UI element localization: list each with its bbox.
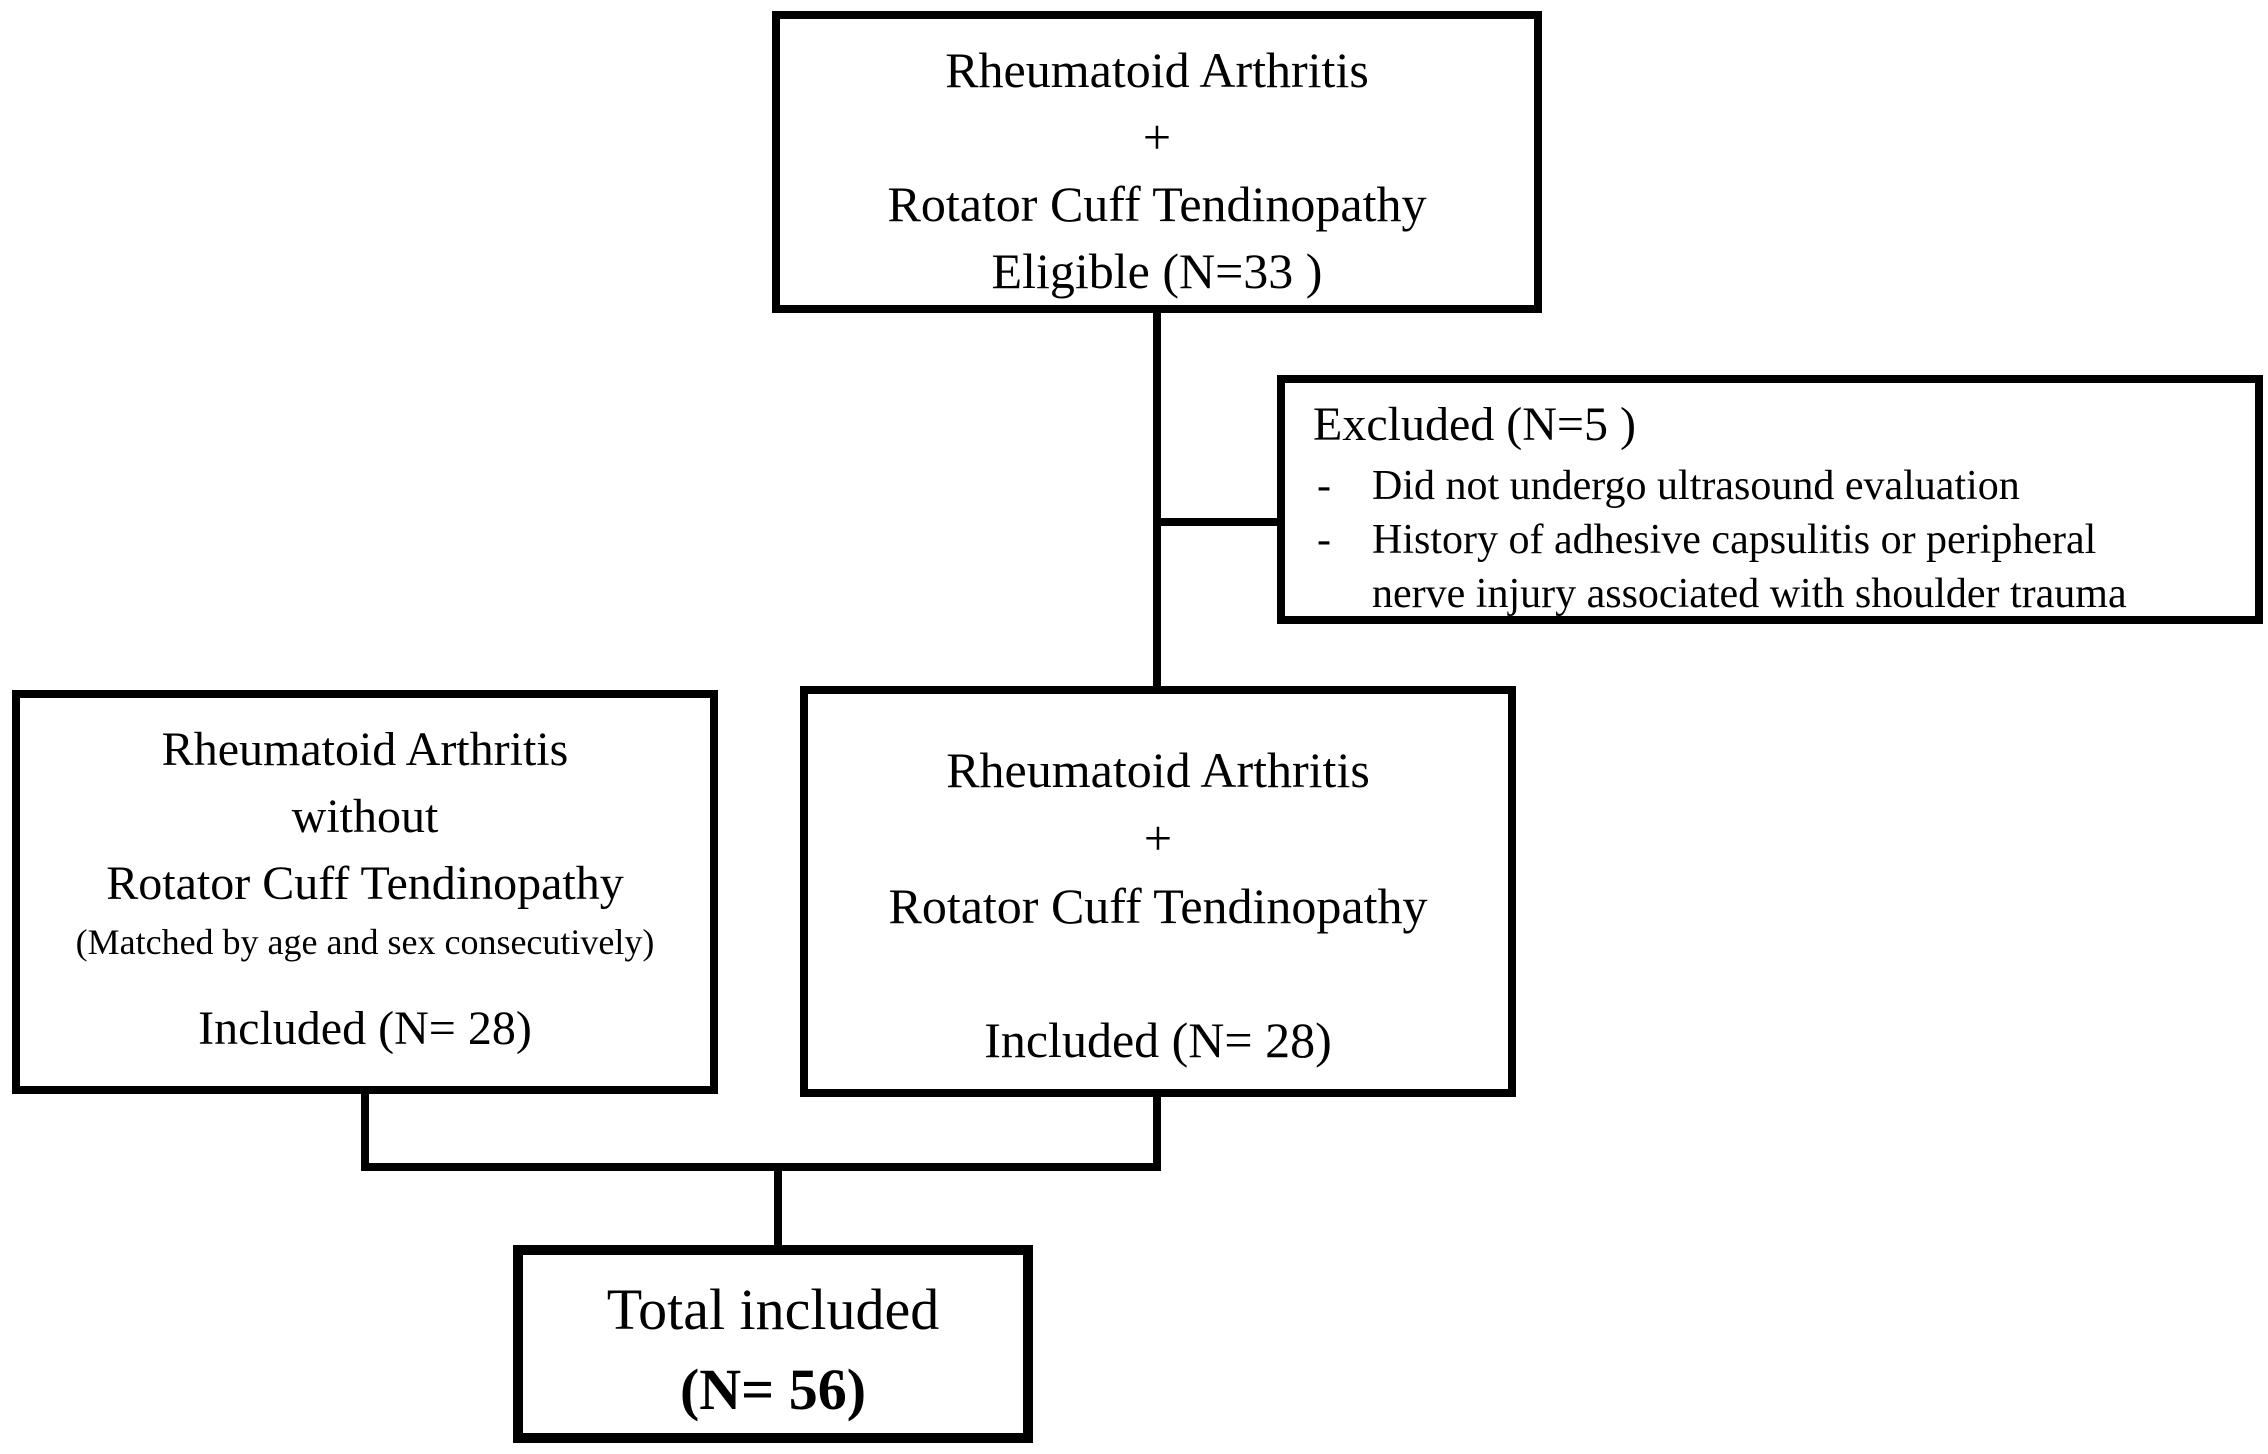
excluded-title: Excluded (N=5 ) bbox=[1313, 398, 1636, 451]
bullet-dash: - bbox=[1317, 517, 1331, 563]
ra-without-rct-included-count: Included (N= 28) bbox=[198, 1002, 532, 1055]
ra-with-rct-included-count: Included (N= 28) bbox=[984, 1012, 1332, 1068]
eligible-line-4-count: Eligible (N=33 ) bbox=[991, 243, 1323, 299]
excluded-reason-text: Did not undergo ultrasound evaluation bbox=[1372, 459, 2237, 513]
connector-left-box-down bbox=[361, 1094, 369, 1167]
connector-branch-to-excluded bbox=[1153, 518, 1285, 526]
excluded-reason-list: - Did not undergo ultrasound evaluation … bbox=[1313, 459, 2237, 621]
ra-without-rct-box: Rheumatoid Arthritis without Rotator Cuf… bbox=[12, 690, 718, 1094]
excluded-reason-item: - Did not undergo ultrasound evaluation bbox=[1313, 459, 2237, 513]
connector-down-to-total bbox=[774, 1163, 782, 1245]
connector-middle-box-down bbox=[1153, 1097, 1161, 1167]
excluded-reason-2-line-1: History of adhesive capsulitis or periph… bbox=[1372, 517, 2097, 563]
connector-eligible-to-included bbox=[1153, 313, 1161, 686]
eligible-box: Rheumatoid Arthritis + Rotator Cuff Tend… bbox=[772, 11, 1542, 313]
ra-without-rct-line-1: Rheumatoid Arthritis bbox=[161, 723, 569, 776]
total-included-box: Total included (N= 56) bbox=[513, 1245, 1033, 1443]
excluded-reason-2-line-2: nerve injury associated with shoulder tr… bbox=[1372, 571, 2127, 617]
total-included-count: (N= 56) bbox=[679, 1357, 867, 1422]
bullet-dash: - bbox=[1317, 463, 1331, 509]
excluded-box: Excluded (N=5 ) - Did not undergo ultras… bbox=[1277, 375, 2263, 624]
excluded-reason-1-line-1: Did not undergo ultrasound evaluation bbox=[1372, 463, 2020, 509]
ra-with-rct-box: Rheumatoid Arthritis + Rotator Cuff Tend… bbox=[800, 686, 1516, 1097]
ra-with-rct-line-1: Rheumatoid Arthritis bbox=[946, 742, 1370, 798]
total-included-label: Total included bbox=[606, 1277, 940, 1342]
ra-with-rct-line-3: Rotator Cuff Tendinopathy bbox=[888, 878, 1428, 934]
excluded-reason-item: - History of adhesive capsulitis or peri… bbox=[1313, 513, 2237, 621]
matching-note: (Matched by age and sex consecutively) bbox=[75, 922, 655, 962]
eligible-line-2-plus: + bbox=[1142, 109, 1172, 165]
excluded-reason-text: History of adhesive capsulitis or periph… bbox=[1372, 513, 2237, 621]
ra-without-rct-line-2: without bbox=[291, 790, 439, 843]
connector-merge-bracket bbox=[361, 1163, 1161, 1171]
ra-without-rct-line-3: Rotator Cuff Tendinopathy bbox=[106, 857, 624, 910]
eligible-line-3: Rotator Cuff Tendinopathy bbox=[887, 176, 1427, 232]
ra-with-rct-line-2-plus: + bbox=[1143, 810, 1173, 866]
eligible-line-1: Rheumatoid Arthritis bbox=[945, 42, 1369, 98]
